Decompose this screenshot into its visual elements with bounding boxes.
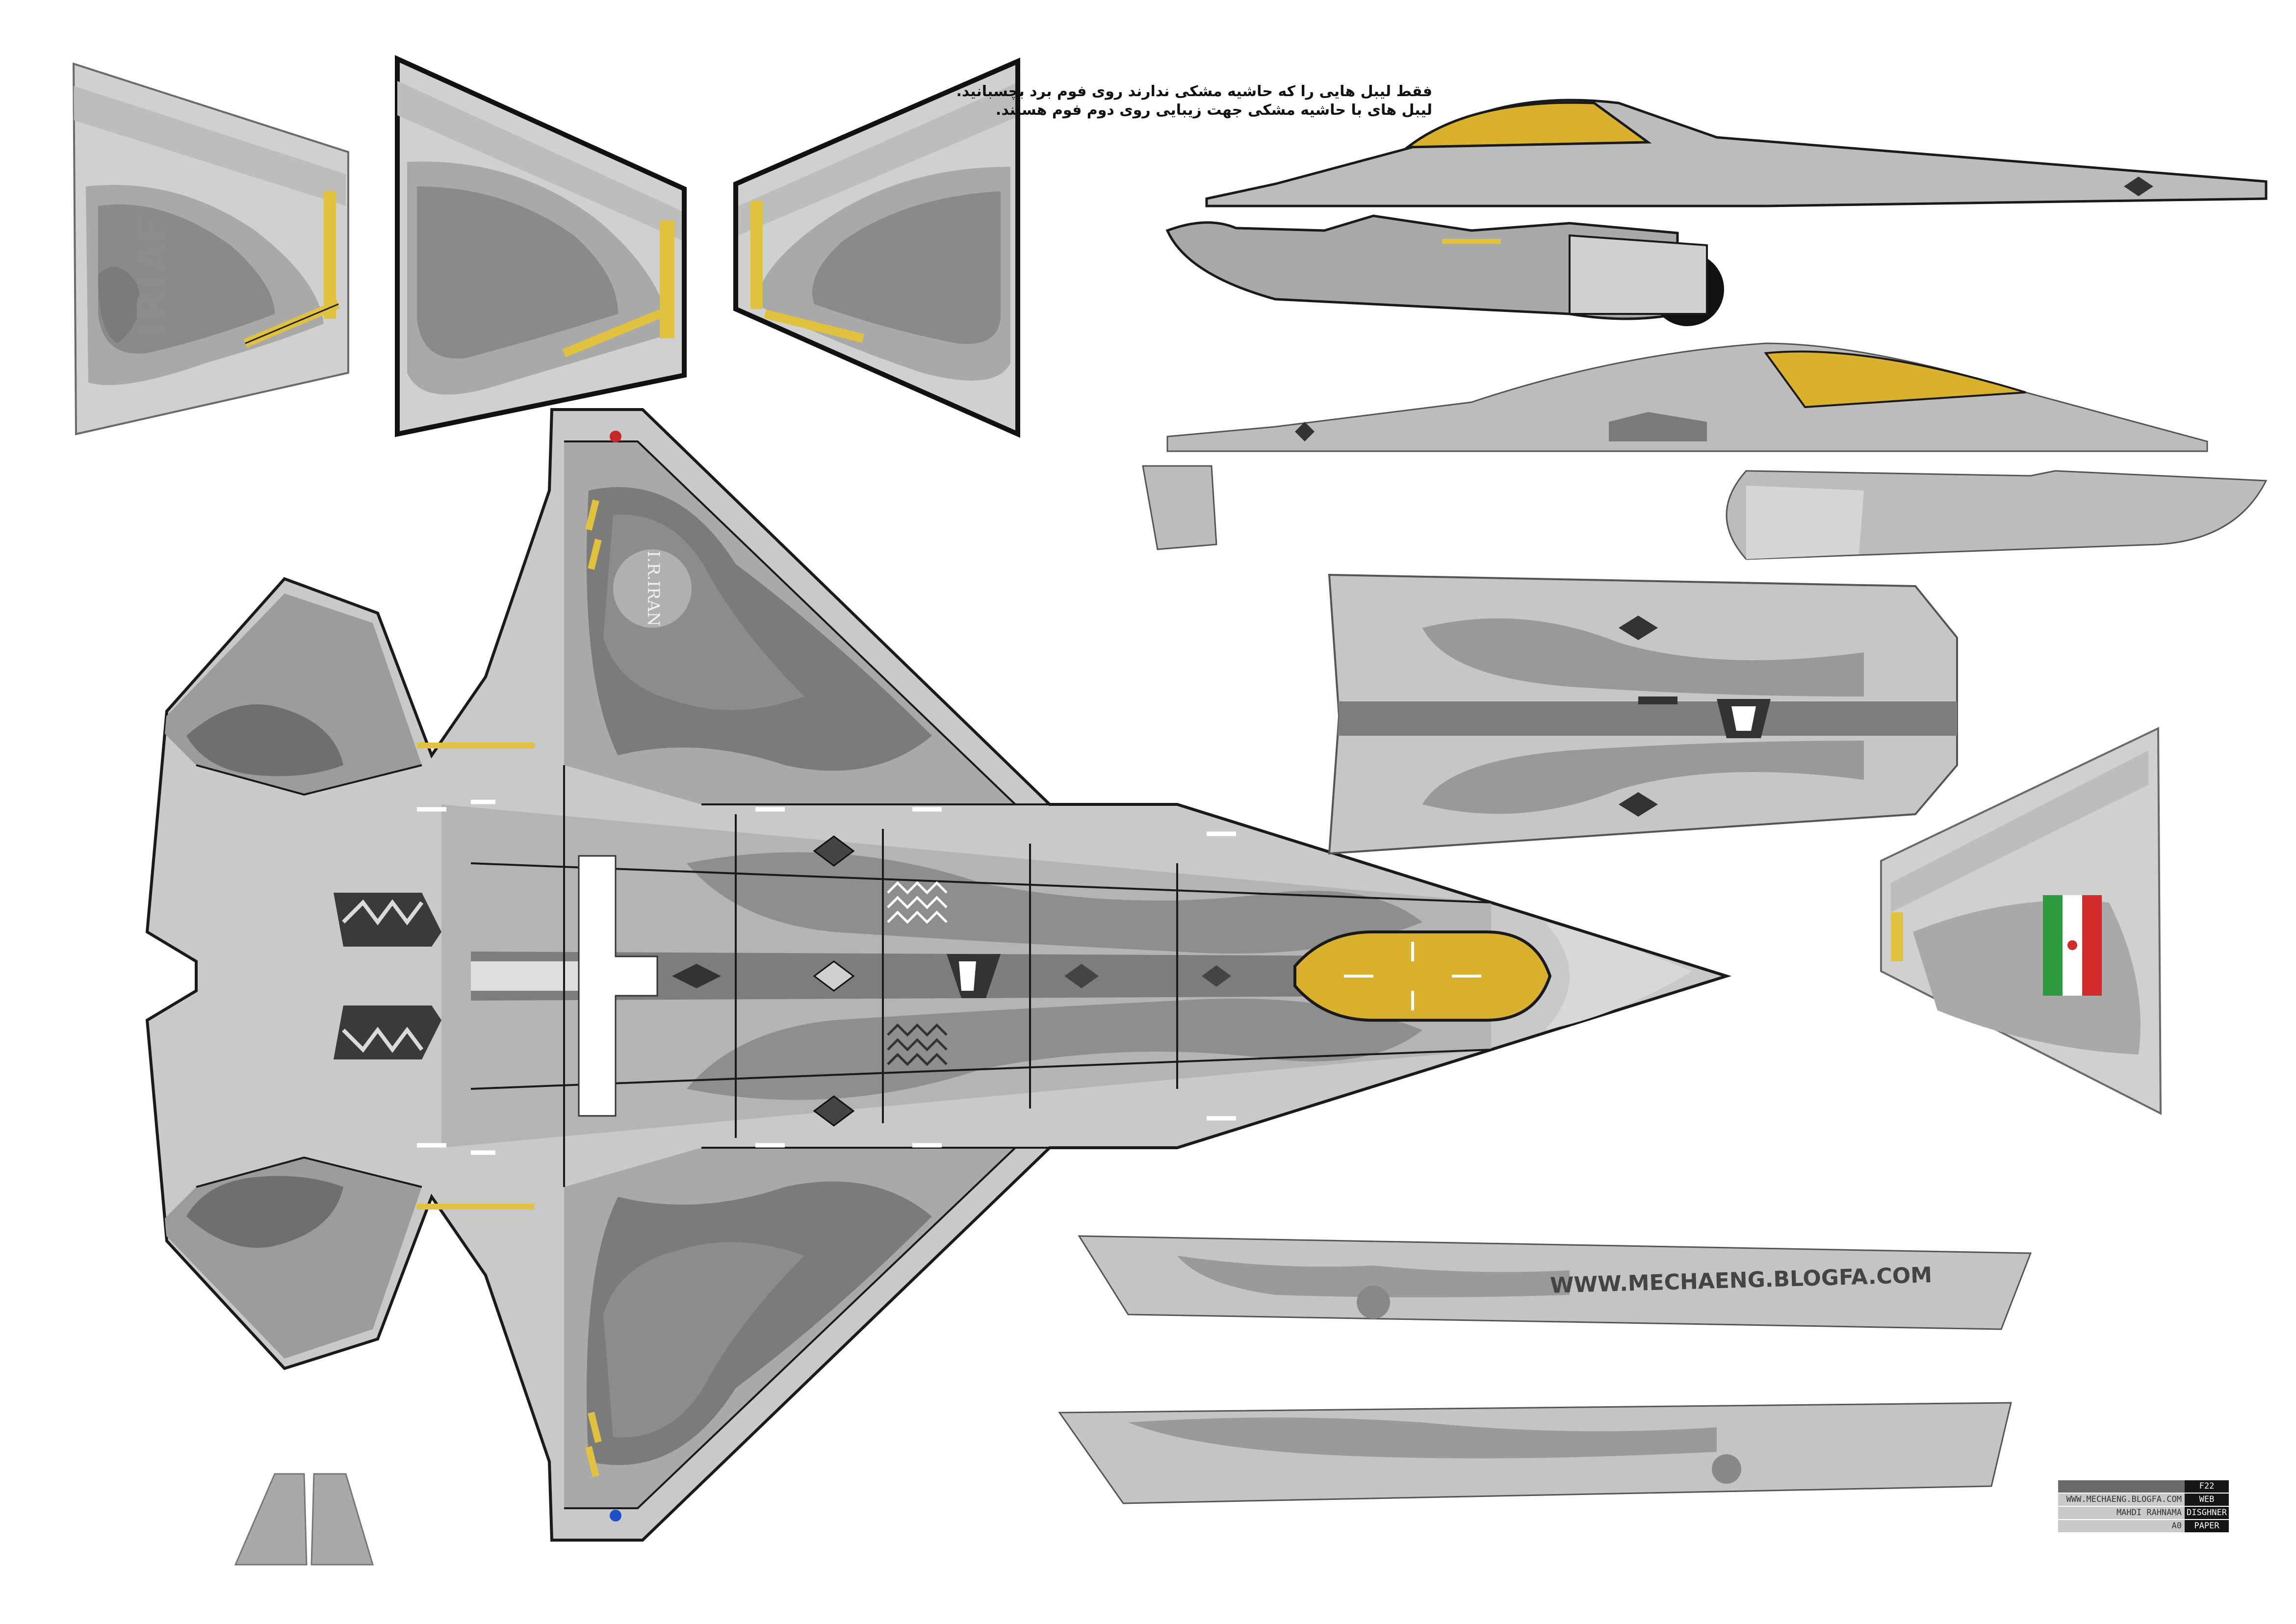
canopy-top bbox=[1293, 930, 1552, 1022]
title-block-row: F22 bbox=[2058, 1480, 2229, 1493]
wingtip-light-blue bbox=[610, 1510, 621, 1521]
side-strip-lower bbox=[1058, 1402, 2012, 1504]
vertical-fin-left bbox=[72, 62, 349, 436]
instruction-line-2: لیبل های با حاشیه مشکی جهت زیبایی روی دو… bbox=[995, 102, 1432, 119]
fuselage-side-view-upper bbox=[1165, 99, 2268, 326]
vertical-fin-right bbox=[733, 57, 1020, 438]
roundel bbox=[613, 549, 692, 628]
fuselage-side-view-lower bbox=[1142, 342, 2268, 560]
vertical-fin-flag bbox=[1880, 726, 2162, 1115]
fin-text-iriaf: IRIAF bbox=[129, 213, 177, 336]
title-block: F22 WWW.MECHAENG.BLOGFA.COM WEB MAHDI RA… bbox=[2058, 1480, 2229, 1533]
aircraft-top-view bbox=[145, 408, 1732, 1542]
fuselage-bottom-view bbox=[1328, 573, 1958, 855]
title-block-row: MAHDI RAHNAMA DISGHNER bbox=[2058, 1507, 2229, 1519]
title-block-label bbox=[2058, 1480, 2185, 1493]
title-block-label: A0 bbox=[2058, 1520, 2185, 1532]
small-parts bbox=[234, 1473, 374, 1566]
title-block-label: MAHDI RAHNAMA bbox=[2058, 1507, 2185, 1519]
title-block-row: WWW.MECHAENG.BLOGFA.COM WEB bbox=[2058, 1494, 2229, 1506]
title-block-value: WEB bbox=[2185, 1494, 2229, 1506]
vertical-fin-center bbox=[395, 55, 687, 438]
title-block-value: DISGHNER bbox=[2185, 1507, 2229, 1519]
title-block-row: A0 PAPER bbox=[2058, 1520, 2229, 1532]
title-block-value: PAPER bbox=[2185, 1520, 2229, 1532]
instructions-note: فقط لیبل هایی را که حاشیه مشکی ندارند رو… bbox=[956, 82, 1432, 120]
side-strip-upper bbox=[1078, 1235, 2032, 1330]
title-block-value: F22 bbox=[2185, 1480, 2229, 1493]
title-block-label: WWW.MECHAENG.BLOGFA.COM bbox=[2058, 1494, 2185, 1506]
instruction-line-1: فقط لیبل هایی را که حاشیه مشکی ندارند رو… bbox=[956, 83, 1432, 100]
roundel-text: I.R.IRAN bbox=[644, 551, 663, 626]
iran-flag bbox=[2043, 895, 2102, 996]
wingtip-light-red bbox=[610, 431, 621, 442]
